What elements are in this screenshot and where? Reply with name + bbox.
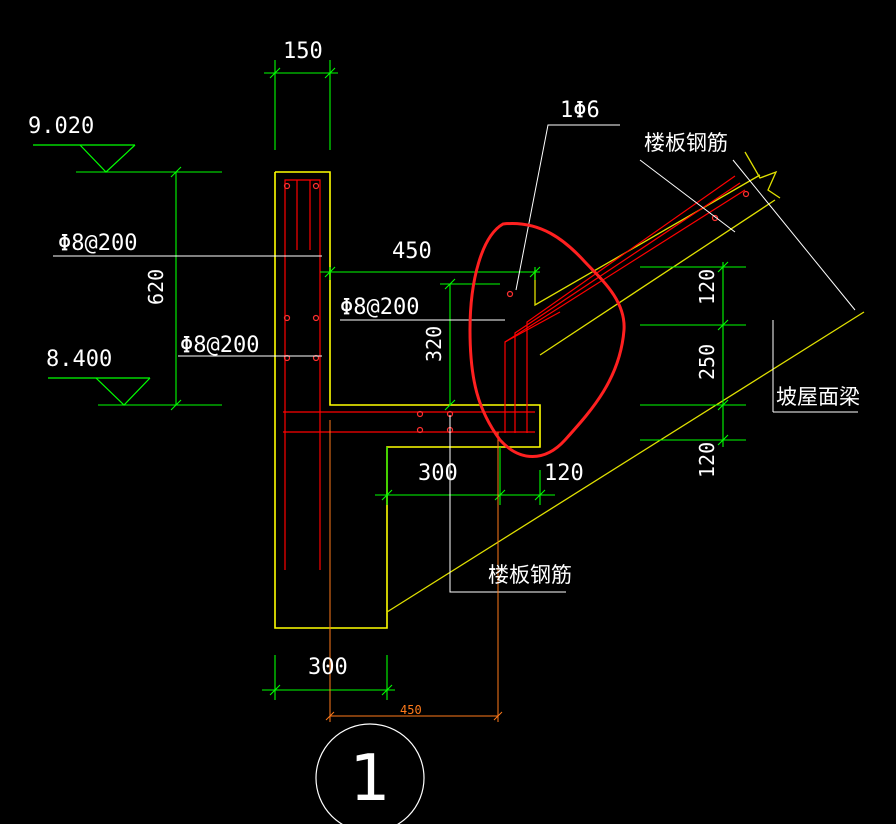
- label-rebar-beam: Φ8@200: [340, 295, 419, 320]
- dim-beam-height: 320: [422, 326, 446, 362]
- dimension-lines: [76, 60, 746, 700]
- label-rebar-1phi6: 1Φ6: [560, 98, 600, 123]
- dim-edge-120: 120: [544, 461, 584, 486]
- concrete-outline: [274, 171, 541, 629]
- leader-lines: [53, 124, 858, 594]
- rebar-group: [283, 175, 746, 570]
- dim-elev-span: 620: [144, 269, 168, 305]
- label-rebar-wall-b: Φ8@200: [180, 333, 259, 358]
- label-slab-rebar-top: 楼板钢筋: [644, 131, 728, 155]
- elevation-top: 9.020: [28, 114, 94, 139]
- dim-beam-length: 450: [392, 239, 432, 264]
- elevation-symbols: [33, 144, 151, 406]
- label-slab-rebar-bottom: 楼板钢筋: [488, 563, 572, 587]
- label-rebar-wall-a: Φ8@200: [58, 231, 137, 256]
- label-slope-roof-beam: 坡屋面梁: [776, 385, 860, 409]
- dim-wall-top-width: 150: [283, 39, 323, 64]
- dim-slab-thk-top: 120: [695, 269, 719, 305]
- dim-bottom-width: 300: [308, 655, 348, 680]
- detail-marker-circle: [315, 723, 425, 824]
- elevation-bottom: 8.400: [46, 347, 112, 372]
- dim-slab-thk-bottom: 120: [695, 442, 719, 478]
- detail-marker-number: 1: [350, 742, 391, 816]
- orange-dimension: [325, 420, 503, 722]
- dim-beam-depth: 250: [695, 344, 719, 380]
- dim-orange-450: 450: [400, 703, 422, 717]
- dim-inner-width: 300: [418, 461, 458, 486]
- slope-roof-outline: [386, 151, 865, 613]
- annotation-cloud: [468, 221, 626, 458]
